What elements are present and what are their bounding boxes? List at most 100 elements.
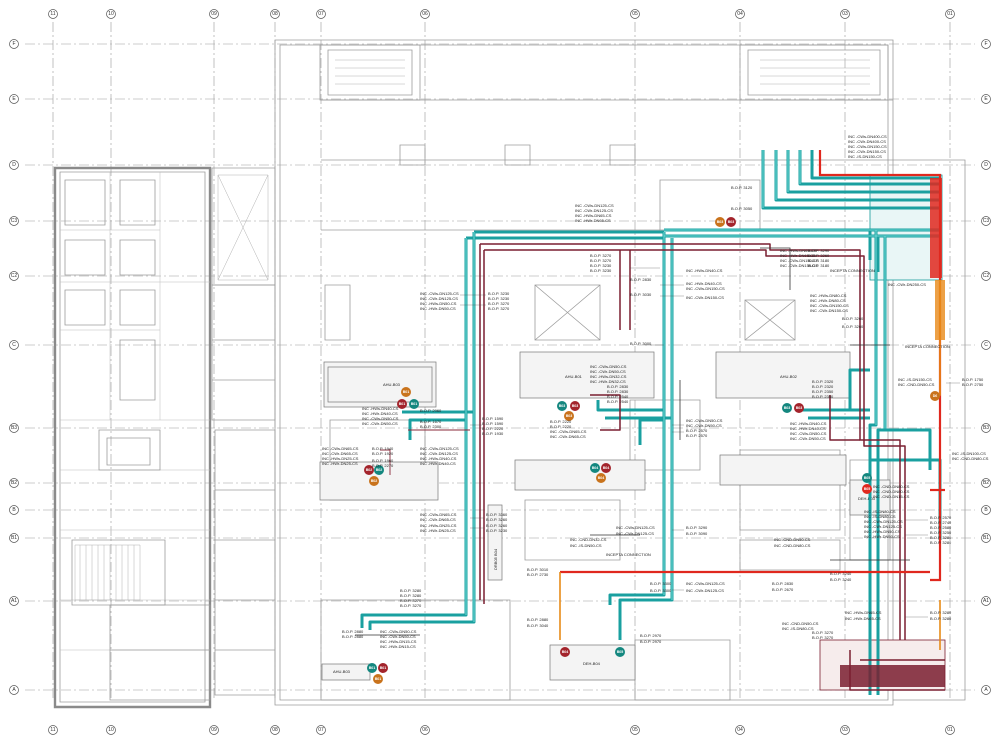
tag-marker: B05 bbox=[862, 484, 872, 494]
svg-text:B.O.P. 3270: B.O.P. 3270 bbox=[400, 598, 422, 603]
grid-col-label: 04 bbox=[737, 727, 743, 733]
svg-text:B.O.P. 1590: B.O.P. 1590 bbox=[482, 416, 504, 421]
deh-label: DEH-B04 bbox=[583, 661, 601, 666]
svg-text:INCEPTA CONNECTION: INCEPTA CONNECTION bbox=[905, 344, 950, 349]
svg-text:INC -CWr-DN50-CS: INC -CWr-DN50-CS bbox=[362, 421, 398, 426]
svg-text:B.O.P. 2730: B.O.P. 2730 bbox=[527, 572, 549, 577]
svg-text:B3: B3 bbox=[983, 425, 989, 431]
svg-text:INC -HWs-DN65-CS: INC -HWs-DN65-CS bbox=[845, 610, 882, 615]
svg-text:C: C bbox=[984, 342, 988, 348]
misc-pipes bbox=[355, 150, 945, 687]
svg-text:B04: B04 bbox=[592, 466, 599, 470]
svg-text:C: C bbox=[12, 342, 16, 348]
svg-text:B.O.P. 2270: B.O.P. 2270 bbox=[372, 463, 394, 468]
svg-text:INC -CND-DN15-CS: INC -CND-DN15-CS bbox=[873, 494, 910, 499]
svg-text:B.O.P. 3290: B.O.P. 3290 bbox=[686, 525, 708, 530]
svg-text:INC -CWs-DN50-CS: INC -CWs-DN50-CS bbox=[686, 418, 723, 423]
svg-text:INC -CWs-DN125-CS: INC -CWs-DN125-CS bbox=[864, 519, 903, 524]
svg-text:INC -HWs-DN32-CS: INC -HWs-DN32-CS bbox=[590, 374, 627, 379]
svg-text:A1: A1 bbox=[983, 598, 989, 604]
svg-text:B.O.P. 3230: B.O.P. 3230 bbox=[486, 528, 508, 533]
svg-text:INC -HWr-DN15-CS: INC -HWr-DN15-CS bbox=[380, 644, 416, 649]
svg-text:INC -CWr-DN125-CS: INC -CWr-DN125-CS bbox=[864, 524, 902, 529]
svg-text:INC -HWs-DN50-CS: INC -HWs-DN50-CS bbox=[864, 529, 901, 534]
svg-text:INC -CWr-DN150-CS: INC -CWr-DN150-CS bbox=[686, 295, 724, 300]
svg-text:A1: A1 bbox=[11, 598, 17, 604]
svg-text:B.O.P. 2540: B.O.P. 2540 bbox=[607, 399, 629, 404]
svg-text:INC -CWs-DN125-CS: INC -CWs-DN125-CS bbox=[420, 291, 459, 296]
svg-text:INC -CWs-DN150-CS: INC -CWs-DN150-CS bbox=[780, 258, 819, 263]
svg-text:B.O.P. 3270: B.O.P. 3270 bbox=[812, 635, 834, 640]
svg-text:B03: B03 bbox=[728, 220, 735, 224]
svg-text:INC -HWr-DN50-CS: INC -HWr-DN50-CS bbox=[864, 534, 900, 539]
grid-col-label: 03 bbox=[842, 11, 848, 17]
svg-text:B.O.P. 3360: B.O.P. 3360 bbox=[486, 512, 508, 517]
svg-text:INC -CWs-DN125-CS: INC -CWs-DN125-CS bbox=[575, 203, 614, 208]
svg-text:B.O.P. 3230: B.O.P. 3230 bbox=[590, 263, 612, 268]
svg-text:C2: C2 bbox=[11, 273, 18, 279]
svg-text:B: B bbox=[12, 507, 16, 513]
svg-text:INC -CWs-DN50-CS: INC -CWs-DN50-CS bbox=[362, 416, 399, 421]
svg-text:INC -CWs-DN65-CS: INC -CWs-DN65-CS bbox=[550, 429, 587, 434]
svg-text:B.O.P. 2670: B.O.P. 2670 bbox=[772, 587, 794, 592]
svg-text:B03: B03 bbox=[717, 220, 724, 224]
svg-text:B.O.P. 3240: B.O.P. 3240 bbox=[830, 571, 852, 576]
svg-text:INC -CWr-DN150-CS: INC -CWr-DN150-CS bbox=[810, 308, 848, 313]
svg-text:B.O.P. 3240: B.O.P. 3240 bbox=[830, 577, 852, 582]
svg-text:INC -CWr-DN125-CS: INC -CWr-DN125-CS bbox=[686, 588, 724, 593]
svg-text:B.O.P. 2350: B.O.P. 2350 bbox=[812, 394, 834, 399]
tag-marker: B03 bbox=[726, 217, 736, 227]
svg-text:C3: C3 bbox=[11, 218, 18, 224]
svg-text:B.O.P. 2880: B.O.P. 2880 bbox=[527, 617, 549, 622]
svg-text:B.O.P. 3010: B.O.P. 3010 bbox=[527, 567, 549, 572]
svg-text:B1: B1 bbox=[983, 535, 989, 541]
svg-text:INC -CND-DN80-CS: INC -CND-DN80-CS bbox=[873, 489, 910, 494]
svg-text:INC -CWr-DN400-CS: INC -CWr-DN400-CS bbox=[848, 139, 886, 144]
svg-text:B.O.P. 3260: B.O.P. 3260 bbox=[842, 324, 864, 329]
svg-text:INC -CWs-DN65-CS: INC -CWs-DN65-CS bbox=[420, 512, 457, 517]
svg-text:B.O.P. 3290: B.O.P. 3290 bbox=[808, 248, 830, 253]
svg-text:INC -IS-DN100-CS: INC -IS-DN100-CS bbox=[952, 451, 986, 456]
grid-col-label: 05 bbox=[632, 727, 638, 733]
svg-text:INC -CWr-DN125-CS: INC -CWr-DN125-CS bbox=[420, 451, 458, 456]
svg-text:INC -CWs-DN50-CS: INC -CWs-DN50-CS bbox=[590, 364, 627, 369]
svg-text:B.O.P. 3180: B.O.P. 3180 bbox=[808, 263, 830, 268]
chilled-water-pipes bbox=[360, 150, 942, 695]
svg-text:B03: B03 bbox=[796, 406, 803, 410]
svg-text:B.O.P. 3260: B.O.P. 3260 bbox=[808, 253, 830, 258]
svg-text:INC -CWs-DN125-CS: INC -CWs-DN125-CS bbox=[686, 581, 725, 586]
tag-marker: B01 bbox=[367, 663, 377, 673]
svg-text:INC -HWs-DN40-CS: INC -HWs-DN40-CS bbox=[686, 268, 723, 273]
svg-text:B.O.P. 2830: B.O.P. 2830 bbox=[607, 389, 629, 394]
svg-text:B.O.P. 2300: B.O.P. 2300 bbox=[420, 424, 442, 429]
svg-text:D: D bbox=[12, 162, 16, 168]
svg-text:B.O.P. 2830: B.O.P. 2830 bbox=[772, 581, 794, 586]
svg-text:INC -CND-DN80-CS: INC -CND-DN80-CS bbox=[873, 484, 910, 489]
svg-text:B.O.P. 3030: B.O.P. 3030 bbox=[630, 292, 652, 297]
svg-text:INC -CWr-DN125-CS: INC -CWr-DN125-CS bbox=[575, 208, 613, 213]
svg-text:INC -CND-DN80-CS: INC -CND-DN80-CS bbox=[952, 456, 989, 461]
ahu-unit bbox=[715, 351, 851, 399]
tag-marker: B04 bbox=[596, 473, 606, 483]
svg-text:INC -HWs-DN15-CS: INC -HWs-DN15-CS bbox=[380, 639, 417, 644]
svg-text:B.O.P. 2830: B.O.P. 2830 bbox=[607, 384, 629, 389]
svg-text:INC -HWr-DN80-CS: INC -HWr-DN80-CS bbox=[810, 298, 846, 303]
svg-text:INC -CWr-DN50-CS: INC -CWr-DN50-CS bbox=[590, 369, 626, 374]
svg-text:B03: B03 bbox=[566, 414, 573, 418]
svg-text:B05: B05 bbox=[617, 650, 624, 654]
grid-col-label: 10 bbox=[108, 727, 114, 733]
svg-text:B.O.P. 3050: B.O.P. 3050 bbox=[731, 206, 753, 211]
tag-marker: B05 bbox=[862, 473, 872, 483]
tag-marker: D6 bbox=[930, 391, 940, 401]
svg-text:INC -IS-DN50-CS: INC -IS-DN50-CS bbox=[570, 543, 602, 548]
svg-text:INC -HWr-DN40-CS: INC -HWr-DN40-CS bbox=[362, 411, 398, 416]
grid-col-label: 01 bbox=[947, 11, 953, 17]
svg-text:B3: B3 bbox=[11, 425, 17, 431]
svg-text:INC -IS-DN80-CS: INC -IS-DN80-CS bbox=[864, 509, 896, 514]
svg-text:INC -CWr-DN50-CS: INC -CWr-DN50-CS bbox=[790, 436, 826, 441]
svg-text:B.O.P. 3270: B.O.P. 3270 bbox=[812, 630, 834, 635]
svg-text:B.O.P. 2880: B.O.P. 2880 bbox=[342, 634, 364, 639]
svg-text:INC -HWs-DN25-CS: INC -HWs-DN25-CS bbox=[322, 456, 359, 461]
heating-water-pipes bbox=[380, 243, 945, 691]
tag-marker: B03 bbox=[564, 411, 574, 421]
